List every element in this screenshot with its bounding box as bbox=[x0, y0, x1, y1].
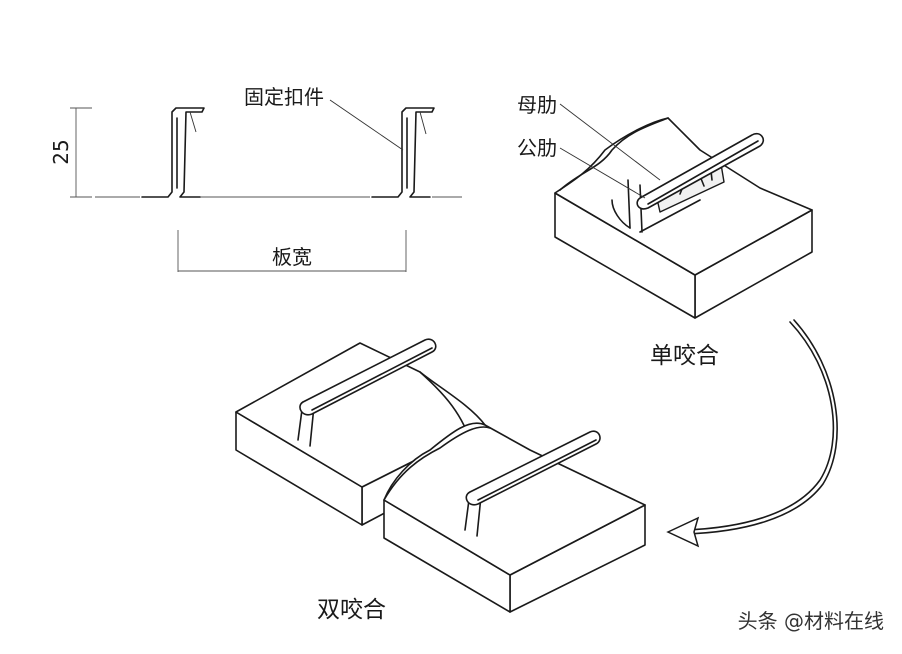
male-rib-label: 公肋 bbox=[517, 136, 557, 160]
right-rib bbox=[371, 107, 435, 198]
watermark: 头条 @材料在线 bbox=[738, 609, 884, 633]
double-seam-right-block: 双咬合 bbox=[317, 422, 646, 623]
height-dimension: 25 bbox=[49, 107, 92, 198]
profile-section: 25 固定扣件 板宽 bbox=[49, 85, 462, 272]
single-seam-label: 单咬合 bbox=[650, 343, 719, 369]
left-rib bbox=[141, 107, 205, 198]
transition-arrow bbox=[666, 319, 838, 548]
fixing-clip-leader bbox=[329, 99, 404, 151]
double-seam-label: 双咬合 bbox=[317, 597, 386, 623]
arrow-head bbox=[666, 516, 700, 548]
fixing-clip-label: 固定扣件 bbox=[244, 85, 324, 109]
female-rib-leader bbox=[559, 103, 661, 181]
male-rib-leader bbox=[559, 147, 646, 199]
single-seam-block: 母肋 公肋 单咬合 bbox=[517, 93, 813, 369]
board-width-label: 板宽 bbox=[272, 245, 312, 269]
board-width-dimension: 板宽 bbox=[177, 230, 407, 272]
dimension-height-label: 25 bbox=[49, 139, 73, 164]
female-rib-label: 母肋 bbox=[517, 93, 557, 117]
